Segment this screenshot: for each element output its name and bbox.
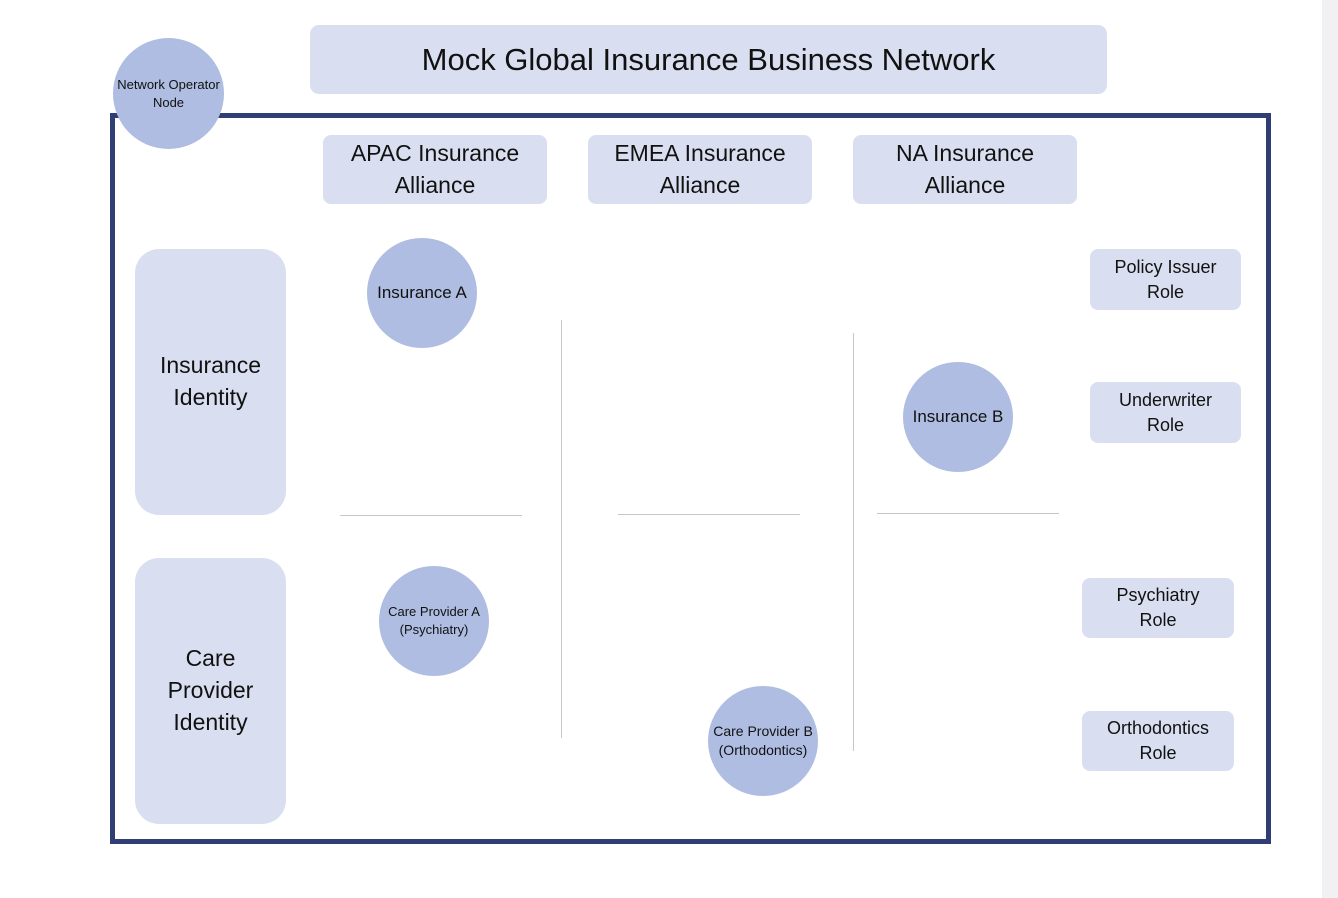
node-care-provider-a[interactable]: Care Provider A (Psychiatry): [379, 566, 489, 676]
right-edge-strip: [1322, 0, 1338, 898]
row-divider-emea: [618, 514, 800, 515]
alliance-apac[interactable]: APAC Insurance Alliance: [323, 135, 547, 204]
divider-apac-emea: [561, 320, 562, 738]
care-provider-identity-label: Care Provider Identity: [135, 558, 286, 824]
role-psychiatry[interactable]: Psychiatry Role: [1082, 578, 1234, 638]
network-frame: [110, 113, 1271, 844]
row-divider-apac: [340, 515, 522, 516]
network-operator-node[interactable]: Network Operator Node: [113, 38, 224, 149]
insurance-identity-label: Insurance Identity: [135, 249, 286, 515]
divider-emea-na: [853, 333, 854, 751]
diagram-title: Mock Global Insurance Business Network: [310, 25, 1107, 94]
node-insurance-b[interactable]: Insurance B: [903, 362, 1013, 472]
role-orthodontics[interactable]: Orthodontics Role: [1082, 711, 1234, 771]
node-care-provider-b[interactable]: Care Provider B (Orthodontics): [708, 686, 818, 796]
role-policy-issuer[interactable]: Policy Issuer Role: [1090, 249, 1241, 310]
alliance-emea[interactable]: EMEA Insurance Alliance: [588, 135, 812, 204]
node-insurance-a[interactable]: Insurance A: [367, 238, 477, 348]
row-divider-na: [877, 513, 1059, 514]
alliance-na[interactable]: NA Insurance Alliance: [853, 135, 1077, 204]
role-underwriter[interactable]: Underwriter Role: [1090, 382, 1241, 443]
